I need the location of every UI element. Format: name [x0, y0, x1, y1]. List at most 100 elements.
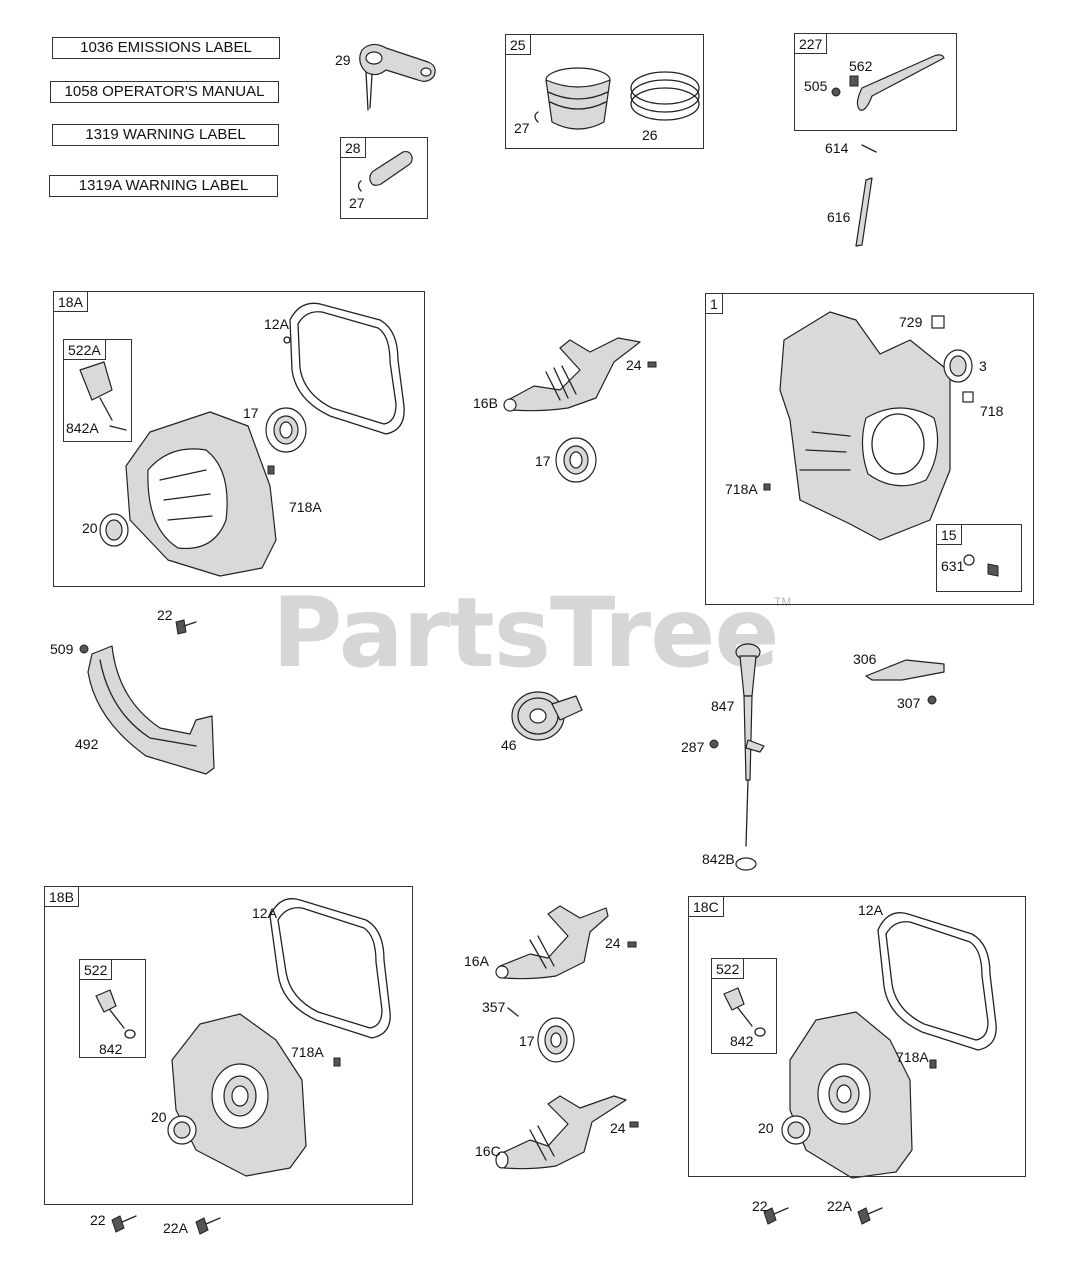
crankcase-cover-part-18C[interactable]: [723, 912, 997, 1179]
callout-842-18B[interactable]: 842: [99, 1041, 123, 1057]
baffle-part-306[interactable]: [865, 659, 945, 705]
group-tag-522-right[interactable]: 522: [711, 958, 745, 979]
group-frame-28: [340, 137, 428, 219]
cylinder-block-part-1[interactable]: [763, 311, 999, 577]
group-tag-18A[interactable]: 18A: [53, 291, 88, 312]
callout-16B[interactable]: 16B: [473, 395, 498, 411]
callout-842A[interactable]: 842A: [66, 420, 99, 436]
callout-20-18B[interactable]: 20: [151, 1109, 167, 1125]
crankcase-cover-part-18A[interactable]: [79, 302, 405, 577]
group-tag-25[interactable]: 25: [505, 34, 531, 55]
callout-22-bottom-right[interactable]: 22: [752, 1198, 768, 1214]
bolt-part-22-top[interactable]: [175, 619, 197, 635]
callout-24-16A[interactable]: 24: [605, 935, 621, 951]
dipstick-tube-part-847[interactable]: [709, 643, 765, 871]
group-frame-15: [936, 524, 1022, 592]
group-frame-227: [794, 33, 957, 131]
group-tag-522A[interactable]: 522A: [63, 339, 106, 360]
callout-20-18A[interactable]: 20: [82, 520, 98, 536]
callout-22A-bottom-left[interactable]: 22A: [163, 1220, 188, 1236]
callout-26[interactable]: 26: [642, 127, 658, 143]
bolt-part-22-bottom-left[interactable]: [111, 1215, 137, 1233]
bolt-part-22A-bottom-left[interactable]: [195, 1217, 221, 1235]
callout-29[interactable]: 29: [335, 52, 351, 68]
callout-22-top[interactable]: 22: [157, 607, 173, 623]
callout-307[interactable]: 307: [897, 695, 921, 711]
group-frame-18C: [688, 896, 1026, 1177]
group-frame-522-left: [79, 959, 146, 1058]
callout-16A[interactable]: 16A: [464, 953, 489, 969]
callout-12A-18A[interactable]: 12A: [264, 316, 289, 332]
group-frame-1: [705, 293, 1034, 605]
callout-631[interactable]: 631: [941, 558, 965, 574]
group-tag-28[interactable]: 28: [340, 137, 366, 158]
callout-616[interactable]: 616: [827, 209, 851, 225]
callout-12A-18C[interactable]: 12A: [858, 902, 883, 918]
callout-3[interactable]: 3: [979, 358, 987, 374]
camshaft-gear-part-46[interactable]: [511, 691, 583, 741]
bolt-part-22A-bottom-right[interactable]: [857, 1207, 883, 1225]
callout-718A-18A[interactable]: 718A: [289, 499, 322, 515]
bearing-part-17-mid[interactable]: [555, 437, 597, 483]
callout-718A-18B[interactable]: 718A: [291, 1044, 324, 1060]
callout-306[interactable]: 306: [853, 651, 877, 667]
callout-22-bottom-left[interactable]: 22: [90, 1212, 106, 1228]
crankcase-cover-part-18B[interactable]: [95, 898, 391, 1177]
callout-718A-block[interactable]: 718A: [725, 481, 758, 497]
callout-17-mid[interactable]: 17: [535, 453, 551, 469]
callout-17-18A[interactable]: 17: [243, 405, 259, 421]
callout-27-pin[interactable]: 27: [349, 195, 365, 211]
group-tag-15[interactable]: 15: [936, 524, 962, 545]
bearing-part-17-lower[interactable]: [537, 1017, 575, 1063]
callout-22A-bottom-right[interactable]: 22A: [827, 1198, 852, 1214]
label-part-warning[interactable]: 1319 WARNING LABEL: [52, 124, 279, 146]
callout-46[interactable]: 46: [501, 737, 517, 753]
callout-718A-18C[interactable]: 718A: [896, 1049, 929, 1065]
callout-24-16B[interactable]: 24: [626, 357, 642, 373]
label-part-warning-a[interactable]: 1319A WARNING LABEL: [49, 175, 278, 197]
callout-718[interactable]: 718: [980, 403, 1004, 419]
callout-562[interactable]: 562: [849, 58, 873, 74]
crankshaft-part-16A[interactable]: [495, 905, 637, 1017]
governor-shaft-part-616[interactable]: [855, 177, 873, 247]
governor-lever-part-227[interactable]: [831, 54, 945, 111]
piston-pin-part-28[interactable]: [357, 150, 413, 192]
crankshaft-part-16B[interactable]: [503, 337, 657, 412]
callout-17-lower[interactable]: 17: [519, 1033, 535, 1049]
callout-27-piston[interactable]: 27: [514, 120, 530, 136]
watermark: PartsTree: [272, 577, 779, 689]
label-part-emissions[interactable]: 1036 EMISSIONS LABEL: [52, 37, 280, 59]
callout-357[interactable]: 357: [482, 999, 506, 1015]
group-tag-18B[interactable]: 18B: [44, 886, 79, 907]
group-frame-18B: [44, 886, 413, 1205]
group-tag-227[interactable]: 227: [794, 33, 828, 54]
callout-16C[interactable]: 16C: [475, 1143, 501, 1159]
crankshaft-part-16C[interactable]: [495, 1095, 639, 1170]
connecting-rod-part-29[interactable]: [359, 43, 436, 111]
group-frame-18A: [53, 291, 425, 587]
callout-729[interactable]: 729: [899, 314, 923, 330]
group-frame-25: [505, 34, 704, 149]
callout-509[interactable]: 509: [50, 641, 74, 657]
group-tag-18C[interactable]: 18C: [688, 896, 724, 917]
watermark-trademark: TM: [774, 595, 792, 609]
callout-24-16C[interactable]: 24: [610, 1120, 626, 1136]
callout-287[interactable]: 287: [681, 739, 705, 755]
group-tag-1[interactable]: 1: [705, 293, 723, 314]
callout-505[interactable]: 505: [804, 78, 828, 94]
blower-housing-part-492[interactable]: [79, 644, 215, 775]
callout-20-18C[interactable]: 20: [758, 1120, 774, 1136]
callout-492[interactable]: 492: [75, 736, 99, 752]
pin-part-614[interactable]: [861, 144, 877, 153]
callout-12A-18B[interactable]: 12A: [252, 905, 277, 921]
piston-part-25[interactable]: [534, 67, 700, 130]
label-part-operators-manual[interactable]: 1058 OPERATOR'S MANUAL: [50, 81, 279, 103]
group-tag-522-left[interactable]: 522: [79, 959, 113, 980]
callout-847[interactable]: 847: [711, 698, 735, 714]
callout-842B[interactable]: 842B: [702, 851, 735, 867]
callout-842-18C[interactable]: 842: [730, 1033, 754, 1049]
bolt-part-22-bottom-right[interactable]: [763, 1207, 789, 1225]
callout-614[interactable]: 614: [825, 140, 849, 156]
